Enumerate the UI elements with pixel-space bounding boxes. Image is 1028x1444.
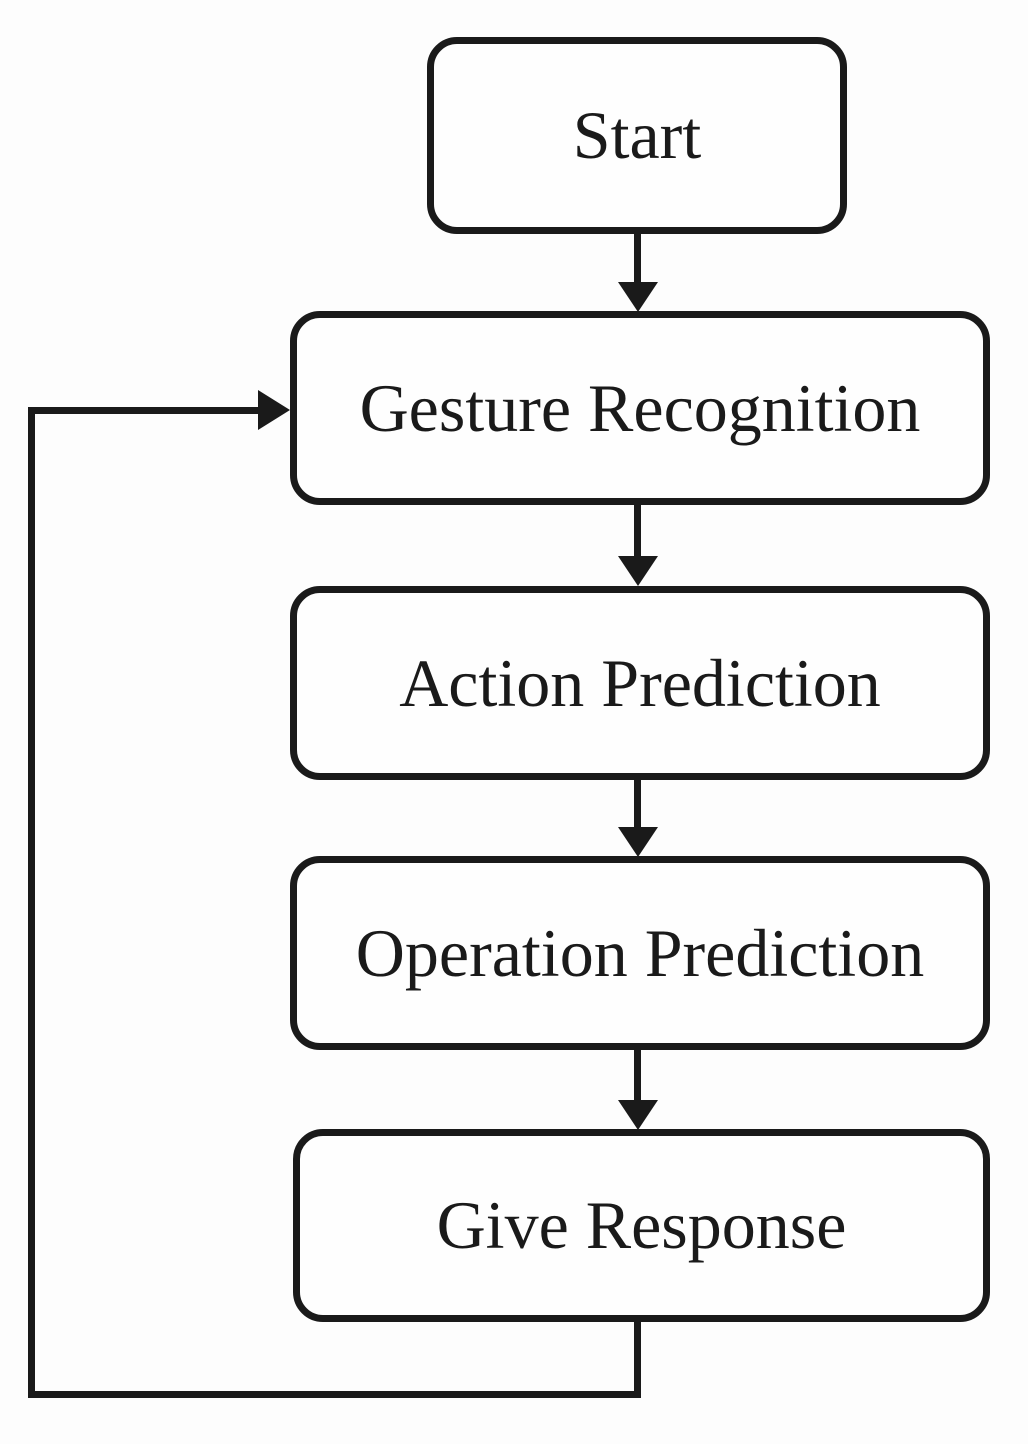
edge-feedback-top-segment	[28, 407, 260, 414]
edge-feedback-bottom-segment	[28, 1391, 641, 1398]
node-start: Start	[427, 37, 847, 234]
arrow-right-icon	[258, 390, 290, 430]
arrow-down-icon	[618, 282, 658, 312]
edge-operation-to-response-line	[634, 1047, 641, 1101]
arrow-down-icon	[618, 556, 658, 586]
edge-start-to-gesture-line	[634, 230, 641, 284]
node-give-response: Give Response	[293, 1129, 990, 1322]
edge-action-to-operation-line	[634, 777, 641, 828]
node-start-label: Start	[572, 97, 702, 173]
edge-feedback-down-segment	[634, 1318, 641, 1398]
node-gesture-recognition: Gesture Recognition	[290, 311, 990, 505]
edge-feedback-left-segment	[28, 407, 35, 1398]
arrow-down-icon	[618, 827, 658, 857]
arrow-down-icon	[618, 1100, 658, 1130]
node-give-response-label: Give Response	[436, 1187, 847, 1263]
node-operation-prediction-label: Operation Prediction	[355, 914, 925, 991]
node-action-prediction: Action Prediction	[290, 586, 990, 780]
edge-gesture-to-action-line	[634, 502, 641, 558]
node-operation-prediction: Operation Prediction	[290, 856, 990, 1050]
node-gesture-recognition-label: Gesture Recognition	[359, 369, 921, 446]
node-action-prediction-label: Action Prediction	[399, 644, 881, 721]
